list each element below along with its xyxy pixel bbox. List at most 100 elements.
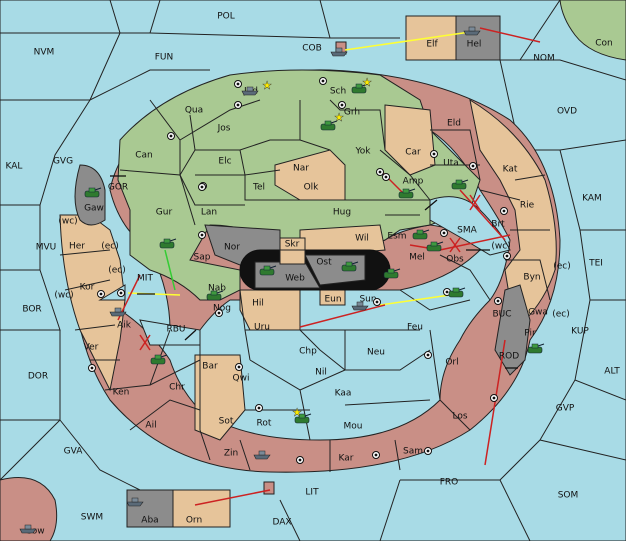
army-unit-icon[interactable] [159,238,177,249]
label-ost: Ost [316,258,332,268]
army-unit-icon[interactable] [294,413,312,424]
supply-center-icon [469,162,477,170]
fleet-unit-icon[interactable] [351,301,369,311]
label-ovd: OVD [557,107,577,117]
label-skr: Skr [285,240,300,250]
label-bar: Bar [202,362,218,372]
region-cow[interactable] [0,477,58,541]
fleet-unit-icon[interactable] [253,450,271,460]
label-fun: FUN [155,53,174,63]
label-alt: ALT [604,367,620,377]
label-olk: Olk [304,183,320,193]
label-buc: BUC [492,310,511,320]
army-unit-icon[interactable] [150,354,168,365]
label-dax: DAX [272,518,291,528]
label-mit: MIT [137,274,153,284]
label-elf: Elf [426,40,438,50]
army-unit-icon[interactable] [448,287,466,298]
fleet-unit-icon[interactable] [19,524,37,534]
army-unit-icon[interactable] [426,241,444,252]
label-neu: Neu [367,348,385,358]
supply-center-icon [296,456,304,464]
supply-center-icon [255,404,263,412]
supply-center-icon [319,77,327,85]
label-kar: Kar [339,454,354,464]
label-jos: Jos [217,124,231,134]
army-unit-icon[interactable] [412,229,430,240]
region-hel[interactable] [455,15,501,61]
supply-center-icon [494,297,502,305]
label-cow: Cow [25,527,44,537]
fleet-unit-icon[interactable] [109,307,127,317]
label-eun: Eun [324,295,341,305]
army-unit-icon[interactable] [451,179,469,190]
army-unit-icon[interactable] [527,343,545,354]
army-unit-icon[interactable] [320,120,338,131]
label-nom: NOM [533,54,555,64]
sea-sma[interactable] [429,196,511,256]
label-sap: Sap [194,253,211,263]
star-icon: ★ [362,77,372,89]
region-hil[interactable] [239,289,301,331]
label-mel: Mel [409,253,425,263]
supply-center-icon [198,183,206,191]
supply-center-icon [490,394,498,402]
label-nil: Nil [315,368,327,378]
label-wc1: (wc) [58,217,77,227]
label-eld: Eld [447,119,461,129]
label-hil: Hil [252,299,264,309]
supply-center-icon [424,447,432,455]
label-hel: Hel [467,40,482,50]
label-nar: Nar [293,164,309,174]
fleet-unit-icon[interactable] [241,86,259,96]
fleet-unit-icon[interactable] [463,26,481,36]
supply-center-icon [235,363,243,371]
army-unit-icon[interactable] [341,261,359,272]
label-mvu: MVU [36,243,57,253]
region-car[interactable] [384,104,436,176]
label-tel: Tel [252,183,265,193]
supply-center-icon [376,168,384,176]
region-orn[interactable] [172,489,231,528]
army-unit-icon[interactable] [398,188,416,199]
army-unit-icon[interactable] [206,290,224,301]
region-bar-sot[interactable] [194,354,246,441]
supply-centers [88,77,511,464]
army-unit-icon[interactable] [383,268,401,279]
star-icon: ★ [292,407,302,419]
army-unit-icon[interactable] [351,83,369,94]
supply-center-icon [215,309,223,317]
bounce-marks [139,194,481,351]
label-nor: Nor [224,243,240,253]
label-ec2: (ec) [108,266,126,276]
province-borders [59,99,551,472]
label-uta: Uta [443,159,459,169]
region-wil[interactable] [299,224,386,254]
label-kam: KAM [582,194,602,204]
label-kal: KAL [6,162,23,172]
label-hug: Hug [333,208,351,218]
label-aba: Aba [141,516,158,526]
army-unit-icon[interactable] [84,187,102,198]
label-nvm: NVM [34,48,55,58]
label-gvp: GVP [556,404,575,414]
supply-center-icon [430,150,438,158]
region-con[interactable] [559,0,626,61]
label-chp: Chp [299,347,317,357]
label-gor: GOR [108,183,128,193]
label-ail: Ail [145,421,156,431]
double-arrows [110,175,518,369]
fleet-unit-icon[interactable] [330,47,348,57]
label-sun: Sun [359,295,376,305]
move-arrows [117,27,541,506]
label-pir: Pir [524,329,536,339]
label-los: Los [452,412,467,422]
label-amp: Amp [403,177,424,187]
label-qwi: Qwi [233,374,250,384]
label-obs: Obs [446,255,464,265]
supply-center-icon [167,132,175,140]
fleet-unit-icon[interactable] [126,497,144,507]
army-unit-icon[interactable] [259,265,277,276]
label-elc: Elc [218,157,231,167]
